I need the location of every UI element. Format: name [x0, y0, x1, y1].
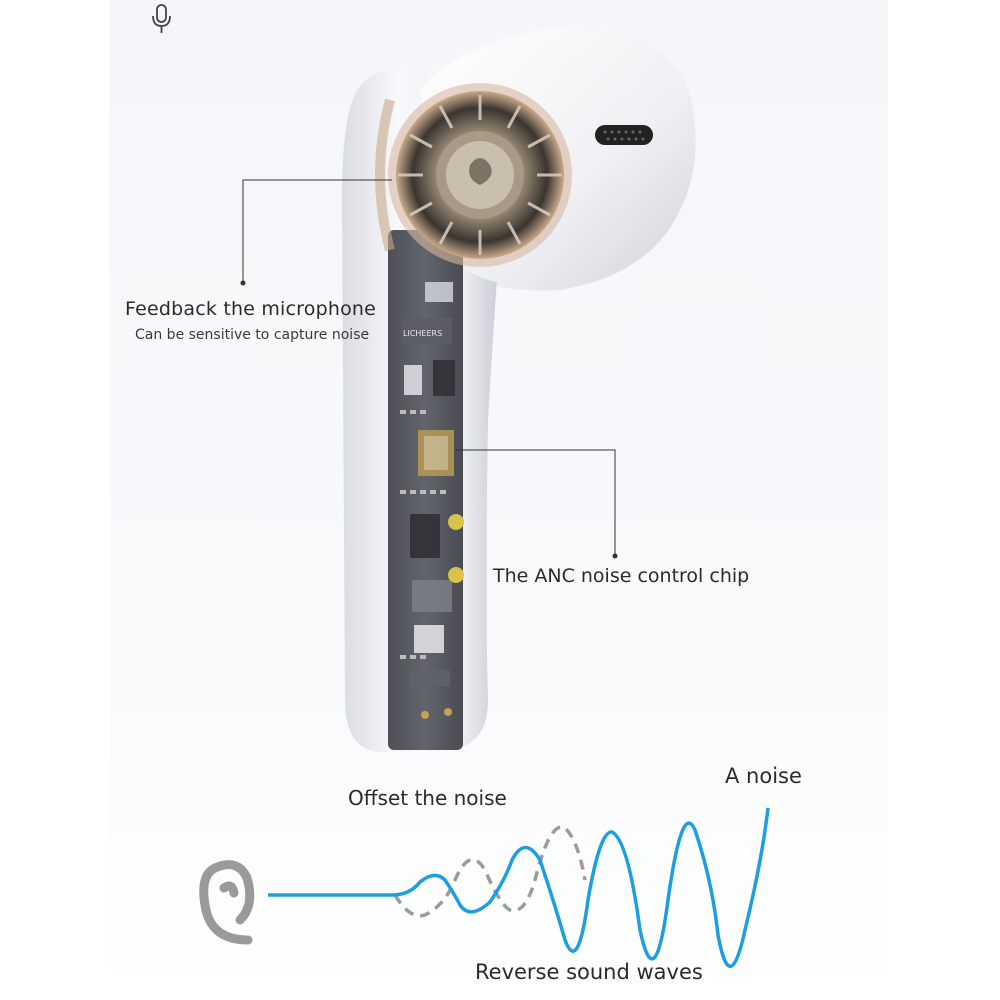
ear-icon — [204, 865, 250, 940]
offset-noise-label: Offset the noise — [348, 786, 507, 810]
noise-wave — [268, 808, 768, 966]
chip-callout-label: The ANC noise control chip — [493, 565, 749, 587]
noise-label: A noise — [725, 764, 802, 788]
reverse-waves-label: Reverse sound waves — [475, 960, 703, 984]
mic-callout-title: Feedback the microphone — [125, 298, 376, 320]
mic-callout-subtitle: Can be sensitive to capture noise — [135, 327, 369, 343]
